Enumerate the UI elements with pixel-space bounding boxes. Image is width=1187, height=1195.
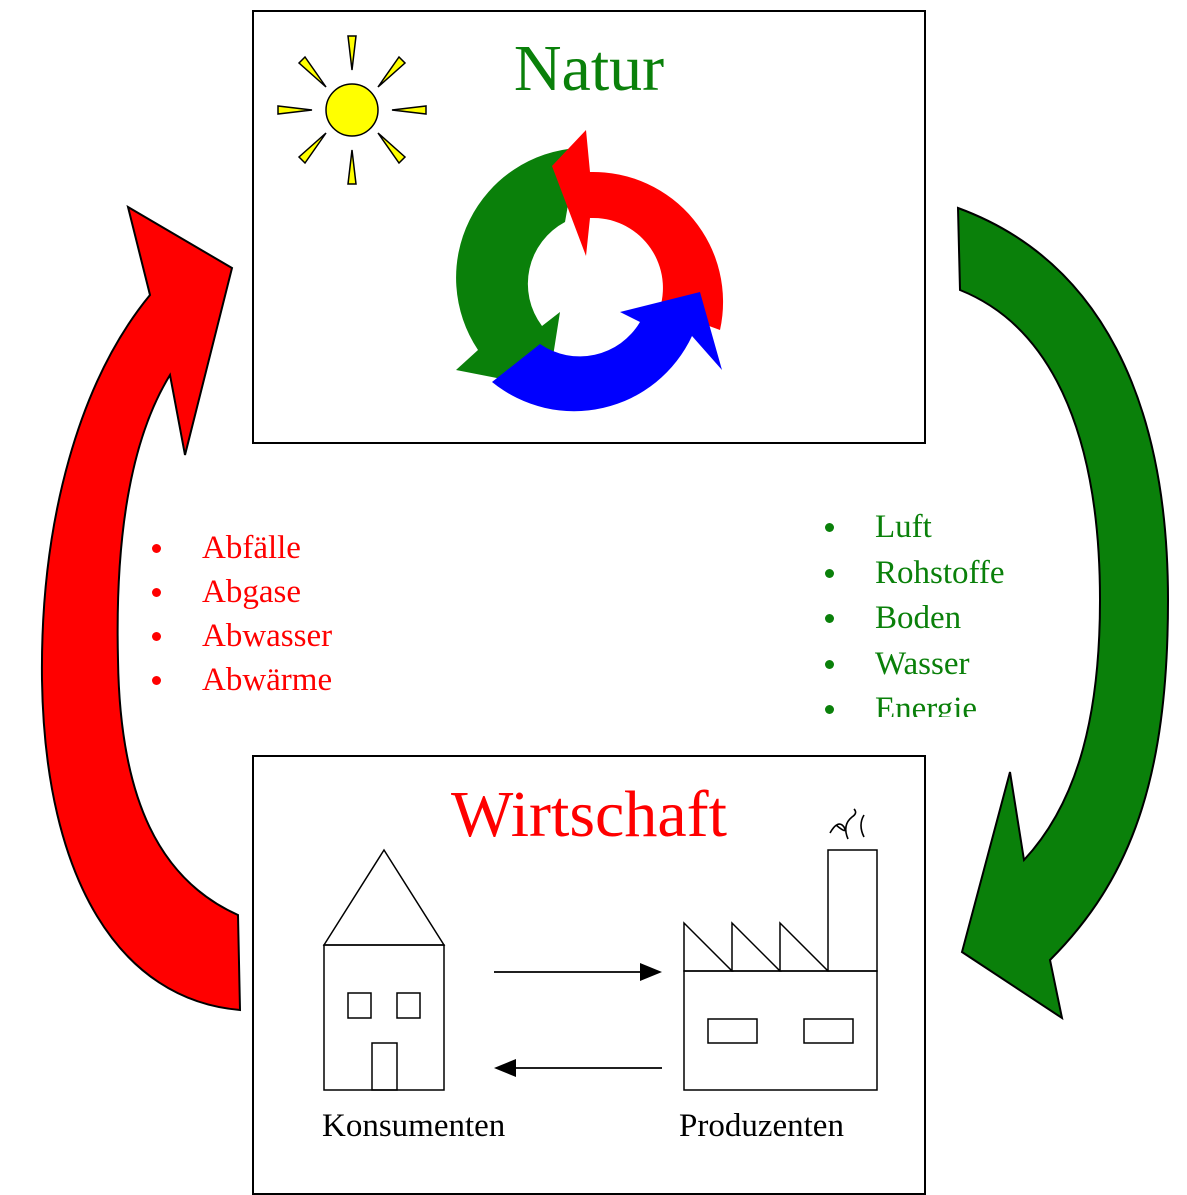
konsumenten-label: Konsumenten <box>322 1108 506 1144</box>
house-icon <box>322 848 446 1091</box>
outputs-list: Abfälle Abgase Abwasser Abwärme <box>152 526 332 702</box>
list-item: Abgase <box>152 570 332 614</box>
produzenten-label: Produzenten <box>679 1108 844 1144</box>
list-item: Energie <box>825 687 1005 717</box>
list-item: Boden <box>825 596 1005 642</box>
sun-icon <box>277 35 427 185</box>
natur-title: Natur <box>513 32 665 105</box>
wirtschaft-title: Wirtschaft <box>451 778 727 851</box>
list-item: Wasser <box>825 642 1005 688</box>
red-return-arrow <box>40 204 242 1012</box>
inputs-list: Luft Rohstoffe Boden Wasser Energie <box>825 505 1005 717</box>
list-item: Abfälle <box>152 526 332 570</box>
green-input-arrow <box>956 206 1170 1021</box>
list-item: Luft <box>825 505 1005 551</box>
factory-icon <box>683 849 878 1091</box>
list-item: Abwärme <box>152 658 332 702</box>
smoke-icon <box>829 808 865 840</box>
list-item: Abwasser <box>152 614 332 658</box>
wirtschaft-panel: Wirtschaft <box>252 755 926 1195</box>
exchange-arrows <box>494 963 662 1077</box>
natur-panel: Natur <box>252 10 926 444</box>
list-item: Rohstoffe <box>825 551 1005 597</box>
cycle-arrows-icon <box>456 130 724 412</box>
economy-illustration <box>322 808 878 1091</box>
